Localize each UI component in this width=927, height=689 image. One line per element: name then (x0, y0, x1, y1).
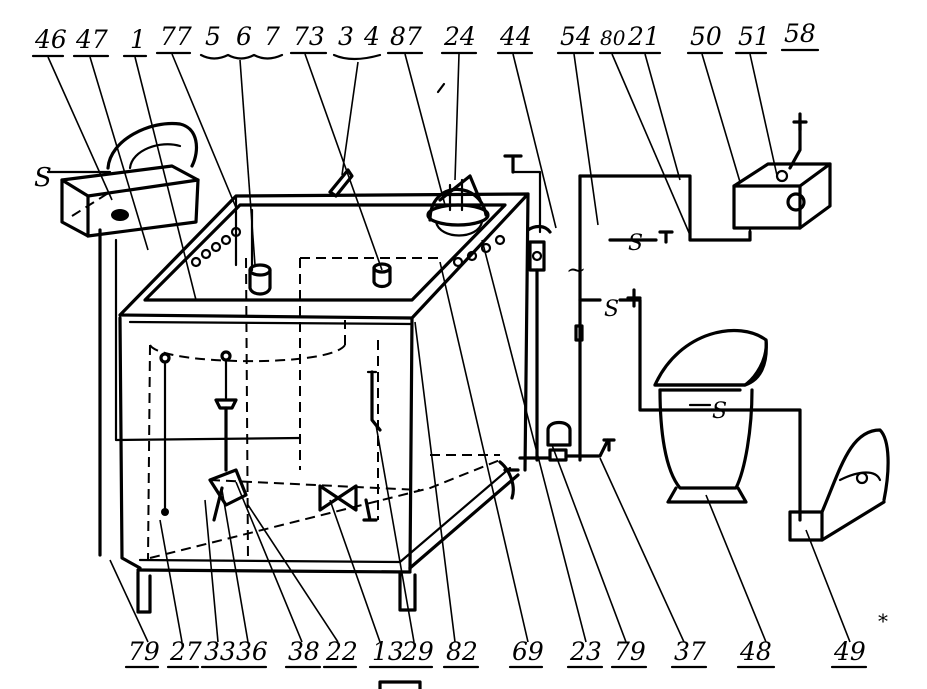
label-38: 38 (288, 637, 320, 666)
label-58: 58 (784, 19, 816, 48)
label-1: 1 (130, 25, 146, 54)
tilde-mark: ~ (566, 256, 586, 284)
label-51: 51 (738, 22, 770, 51)
top-labels: 46 47 1 77 5 6 7 73 3 4 87 24 44 54 80 2… (31, 19, 820, 61)
left-pump-housing (106, 121, 199, 170)
star-mark: * (878, 609, 888, 633)
pump-valve-79 (546, 420, 572, 447)
label-54: 54 (560, 22, 592, 51)
label-33: 33 (204, 637, 236, 666)
float-ball-51 (786, 192, 806, 212)
machine-frame (98, 82, 542, 614)
brace-3-4 (332, 53, 382, 61)
label-5: 5 (205, 22, 221, 51)
label-36: 36 (236, 637, 268, 666)
label-4: 4 (363, 22, 380, 51)
bathtub: S (653, 328, 802, 522)
s-mark-pipe-tub: S (712, 399, 727, 424)
label-6: 6 (236, 22, 252, 51)
s-mark-left: S (34, 163, 52, 193)
lower-right-pump (788, 428, 890, 542)
bottom-labels: 79 27 33 36 38 22 13 29 82 69 23 79 37 4… (124, 609, 888, 689)
label-13: 13 (372, 637, 404, 666)
label-87: 87 (390, 22, 422, 51)
bottom-edge-mark (378, 680, 422, 689)
label-29: 29 (401, 637, 434, 666)
label-21: 21 (627, 22, 660, 51)
label-82: 82 (446, 637, 478, 666)
label-3: 3 (338, 22, 354, 51)
t-valve-80 (658, 230, 674, 244)
drain-hole-icon (111, 209, 129, 221)
label-48: 48 (739, 637, 772, 666)
upper-right-tank (732, 112, 832, 234)
label-69: 69 (512, 637, 544, 666)
internal-components (159, 350, 520, 522)
label-44: 44 (499, 22, 532, 51)
front-handle (328, 168, 354, 198)
label-24: 24 (443, 22, 476, 51)
t-valve-37 (602, 438, 616, 452)
label-80: 80 (600, 26, 626, 50)
label-47: 47 (75, 25, 108, 54)
foot-left (136, 570, 152, 614)
label-27: 27 (169, 637, 202, 666)
label-49: 49 (833, 637, 866, 666)
basin-opening (143, 203, 507, 302)
label-7a: 7 (264, 22, 280, 51)
label-22: 22 (325, 637, 358, 666)
t-valve-top (503, 154, 523, 174)
tap-handle-58 (792, 112, 808, 132)
label-23: 23 (569, 637, 602, 666)
rim-holes (190, 226, 506, 268)
label-79a: 79 (128, 637, 160, 666)
basin-cups (248, 262, 392, 296)
motor-hood (426, 82, 490, 237)
label-79b: 79 (614, 637, 646, 666)
foot-right (398, 570, 417, 612)
s-mark-pipe-right: S (628, 231, 643, 256)
brace-5-6-7 (199, 53, 284, 60)
label-46: 46 (34, 25, 67, 54)
bottom-leader-lines (109, 239, 851, 643)
left-reservoir-tank: S (34, 121, 200, 238)
label-50: 50 (690, 22, 722, 51)
s-mark-pipe-mid: S (604, 297, 619, 322)
label-77: 77 (160, 22, 192, 51)
right-piping: ~ S S (518, 174, 752, 462)
label-37: 37 (674, 637, 706, 666)
label-73: 73 (293, 22, 325, 51)
